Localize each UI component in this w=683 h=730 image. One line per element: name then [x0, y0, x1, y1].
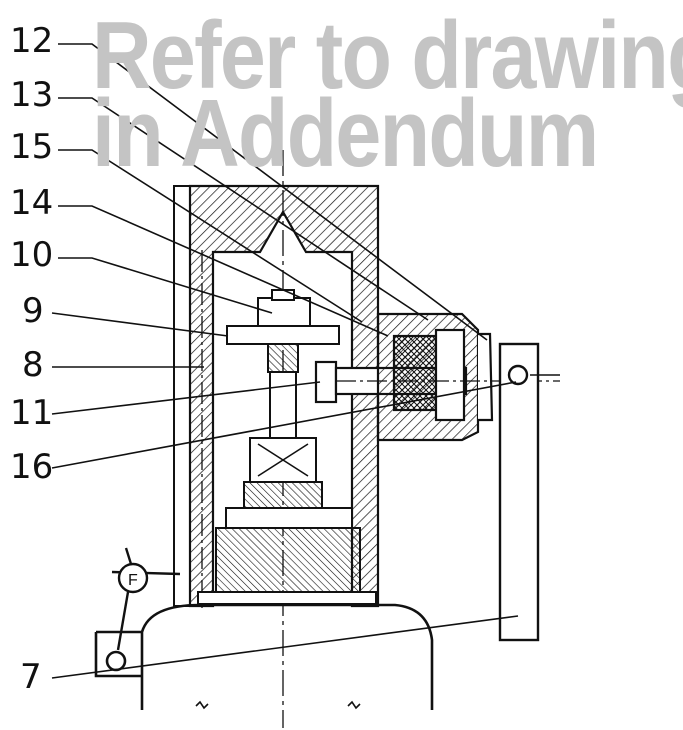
base-body	[94, 603, 434, 710]
lever-arm	[498, 342, 560, 642]
callout-8: 8	[22, 345, 44, 385]
inner-assembly	[197, 289, 377, 605]
dial-gauge	[111, 547, 181, 651]
leader-lines	[51, 43, 519, 679]
side-fitting	[314, 312, 560, 442]
callout-9: 9	[22, 291, 44, 331]
callout-13: 13	[10, 75, 54, 115]
outer-frame	[173, 185, 191, 607]
watermark-line-1: Refer to drawing	[92, 2, 683, 109]
watermark-line-2: in Addendum	[92, 80, 599, 187]
callout-14: 14	[10, 183, 54, 223]
callout-16: 16	[10, 447, 54, 487]
callout-12: 12	[10, 21, 54, 61]
callout-15: 15	[10, 127, 54, 167]
callout-10: 10	[10, 235, 54, 275]
callout-7: 7	[20, 657, 42, 697]
callout-11: 11	[10, 393, 54, 433]
gauge-symbol: F	[128, 572, 138, 589]
